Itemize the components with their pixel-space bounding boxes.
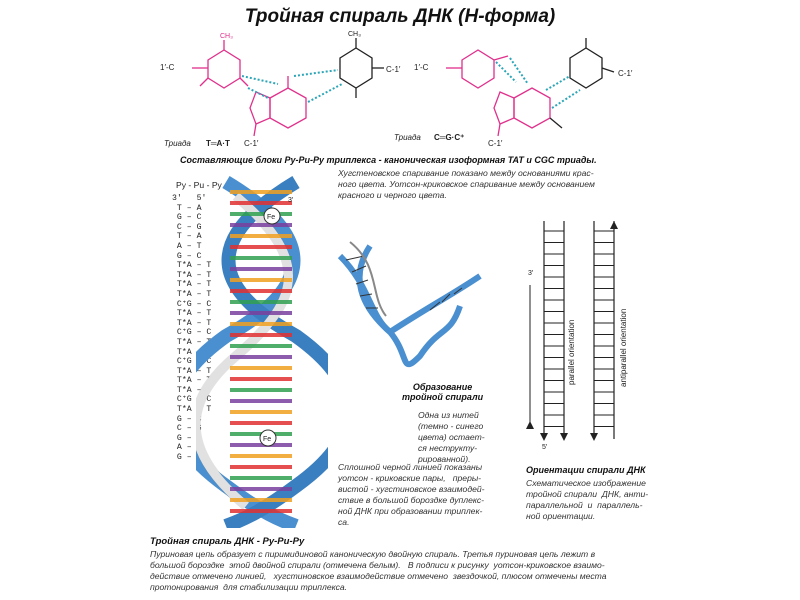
triad-left-prefix: Триада (164, 139, 191, 148)
base-pair-rung (230, 234, 292, 238)
orientation-note: Схематическое изображение тройной спирал… (526, 478, 649, 521)
base-pair-rung (230, 476, 292, 480)
bottom-title: Тройная спираль ДНК - Py-Pu-Py (150, 536, 305, 547)
base-pair-rung (230, 443, 292, 447)
c1-right-b: C-1′ (618, 69, 633, 78)
base-pair-rung (230, 267, 292, 271)
sequence-column: 3′ 5′ T – A G – C C – G T – A A – T G – … (172, 194, 211, 463)
sequence-row: T*A – T (172, 280, 212, 290)
orientation-title: Ориентации спирали ДНК (526, 465, 646, 475)
base-pair-rung (230, 344, 292, 348)
antiparallel-label: antiparallel orientation (619, 309, 628, 387)
blocks-caption: Составляющие блоки Py-Pu-Py триплекса - … (180, 155, 597, 165)
c1-left-a: 1′-C (160, 63, 175, 72)
sequence-row: C⁺G – C (172, 299, 212, 309)
base-pair-rung (230, 355, 292, 359)
sequence-row: T*A – T (172, 318, 212, 328)
fe-bottom: Fe (263, 436, 271, 443)
base-pair-rung (230, 366, 292, 370)
prime5-orient: 5′ (542, 444, 548, 451)
prime3-orient: 3′ (528, 270, 534, 277)
base-pair-rung (230, 322, 292, 326)
base-pair-rung (230, 190, 292, 194)
sequence-row: T – A (172, 203, 202, 213)
ch3-a: CH₃ (220, 33, 233, 40)
triple-helix-figure: Fe Fe 3′ (196, 176, 328, 528)
base-pair-rung (230, 377, 292, 381)
base-pair-rung (230, 333, 292, 337)
base-pair-rung (230, 388, 292, 392)
base-pair-rung (230, 212, 292, 216)
base-pair-rung (230, 245, 292, 249)
sequence-row: G – C (172, 213, 202, 223)
base-pair-rung (230, 223, 292, 227)
base-pair-rung (230, 454, 292, 458)
sequence-row: T*A – T (172, 309, 212, 319)
formation-title: Образование тройной спирали (402, 382, 484, 402)
base-pair-rung (230, 399, 292, 403)
prime3-helix: 3′ (288, 197, 294, 204)
formation-note: Одна из нитей (темно - синего цвета) ост… (418, 410, 485, 464)
c1-right-a: C-1′ (386, 65, 401, 74)
forming-helix-figure (337, 241, 482, 368)
triad-structures: 1′-C C-1′ C-1′ CH₃ CH₃ Триада T═A·T 1′-C… (160, 31, 633, 148)
parallel-label: parallel orientation (567, 320, 576, 385)
base-pair-rung (230, 278, 292, 282)
sequence-row: T – A (172, 232, 202, 242)
base-pair-rung (230, 311, 292, 315)
base-pair-rung (230, 300, 292, 304)
sequence-row: 3′ 5′ (172, 194, 207, 203)
base-pair-rung (230, 465, 292, 469)
c1-bottom-a: C-1′ (244, 139, 259, 148)
triad-right-prefix: Триада (394, 133, 421, 142)
pypupy-label: Py - Pu - Py (176, 180, 222, 190)
fe-top: Fe (267, 214, 275, 221)
sequence-row: T*A – T (172, 366, 212, 376)
triad-right-formula: C═G·C⁺ (434, 133, 464, 142)
base-pair-rung (230, 498, 292, 502)
bottom-text: Пуриновая цепь образует с пиримидиновой … (150, 549, 607, 592)
base-pair-rung (230, 289, 292, 293)
base-pair-rung (230, 410, 292, 414)
sequence-row: A – T (172, 241, 202, 251)
sequence-row: G – C (172, 251, 202, 261)
base-pair-rung (230, 509, 292, 513)
sequence-row: T*A – T (172, 270, 212, 280)
c1-bottom-b: C-1′ (488, 139, 503, 148)
sequence-row: C⁺G – C (172, 328, 212, 338)
sequence-row: T*A – T (172, 261, 212, 271)
c1-left-b: 1′-C (414, 63, 429, 72)
base-pair-rung (230, 256, 292, 260)
page-title: Тройная спираль ДНК (H-форма) (244, 6, 556, 27)
base-pair-rung (230, 201, 292, 205)
orientation-figure: 3′ 5′ parallel orientation antiparallel … (526, 221, 628, 451)
ch3-b: CH₃ (348, 31, 361, 38)
blocks-note: Хугстеновское спаривание показано между … (338, 168, 595, 200)
sequence-row: C – G (172, 222, 202, 232)
sequence-row: T*A – T (172, 289, 212, 299)
solid-line-note: Сплошной черной линией показаны уотсон -… (338, 462, 485, 527)
triad-left-formula: T═A·T (206, 139, 230, 148)
base-pair-rung (230, 421, 292, 425)
base-pair-rung (230, 487, 292, 491)
